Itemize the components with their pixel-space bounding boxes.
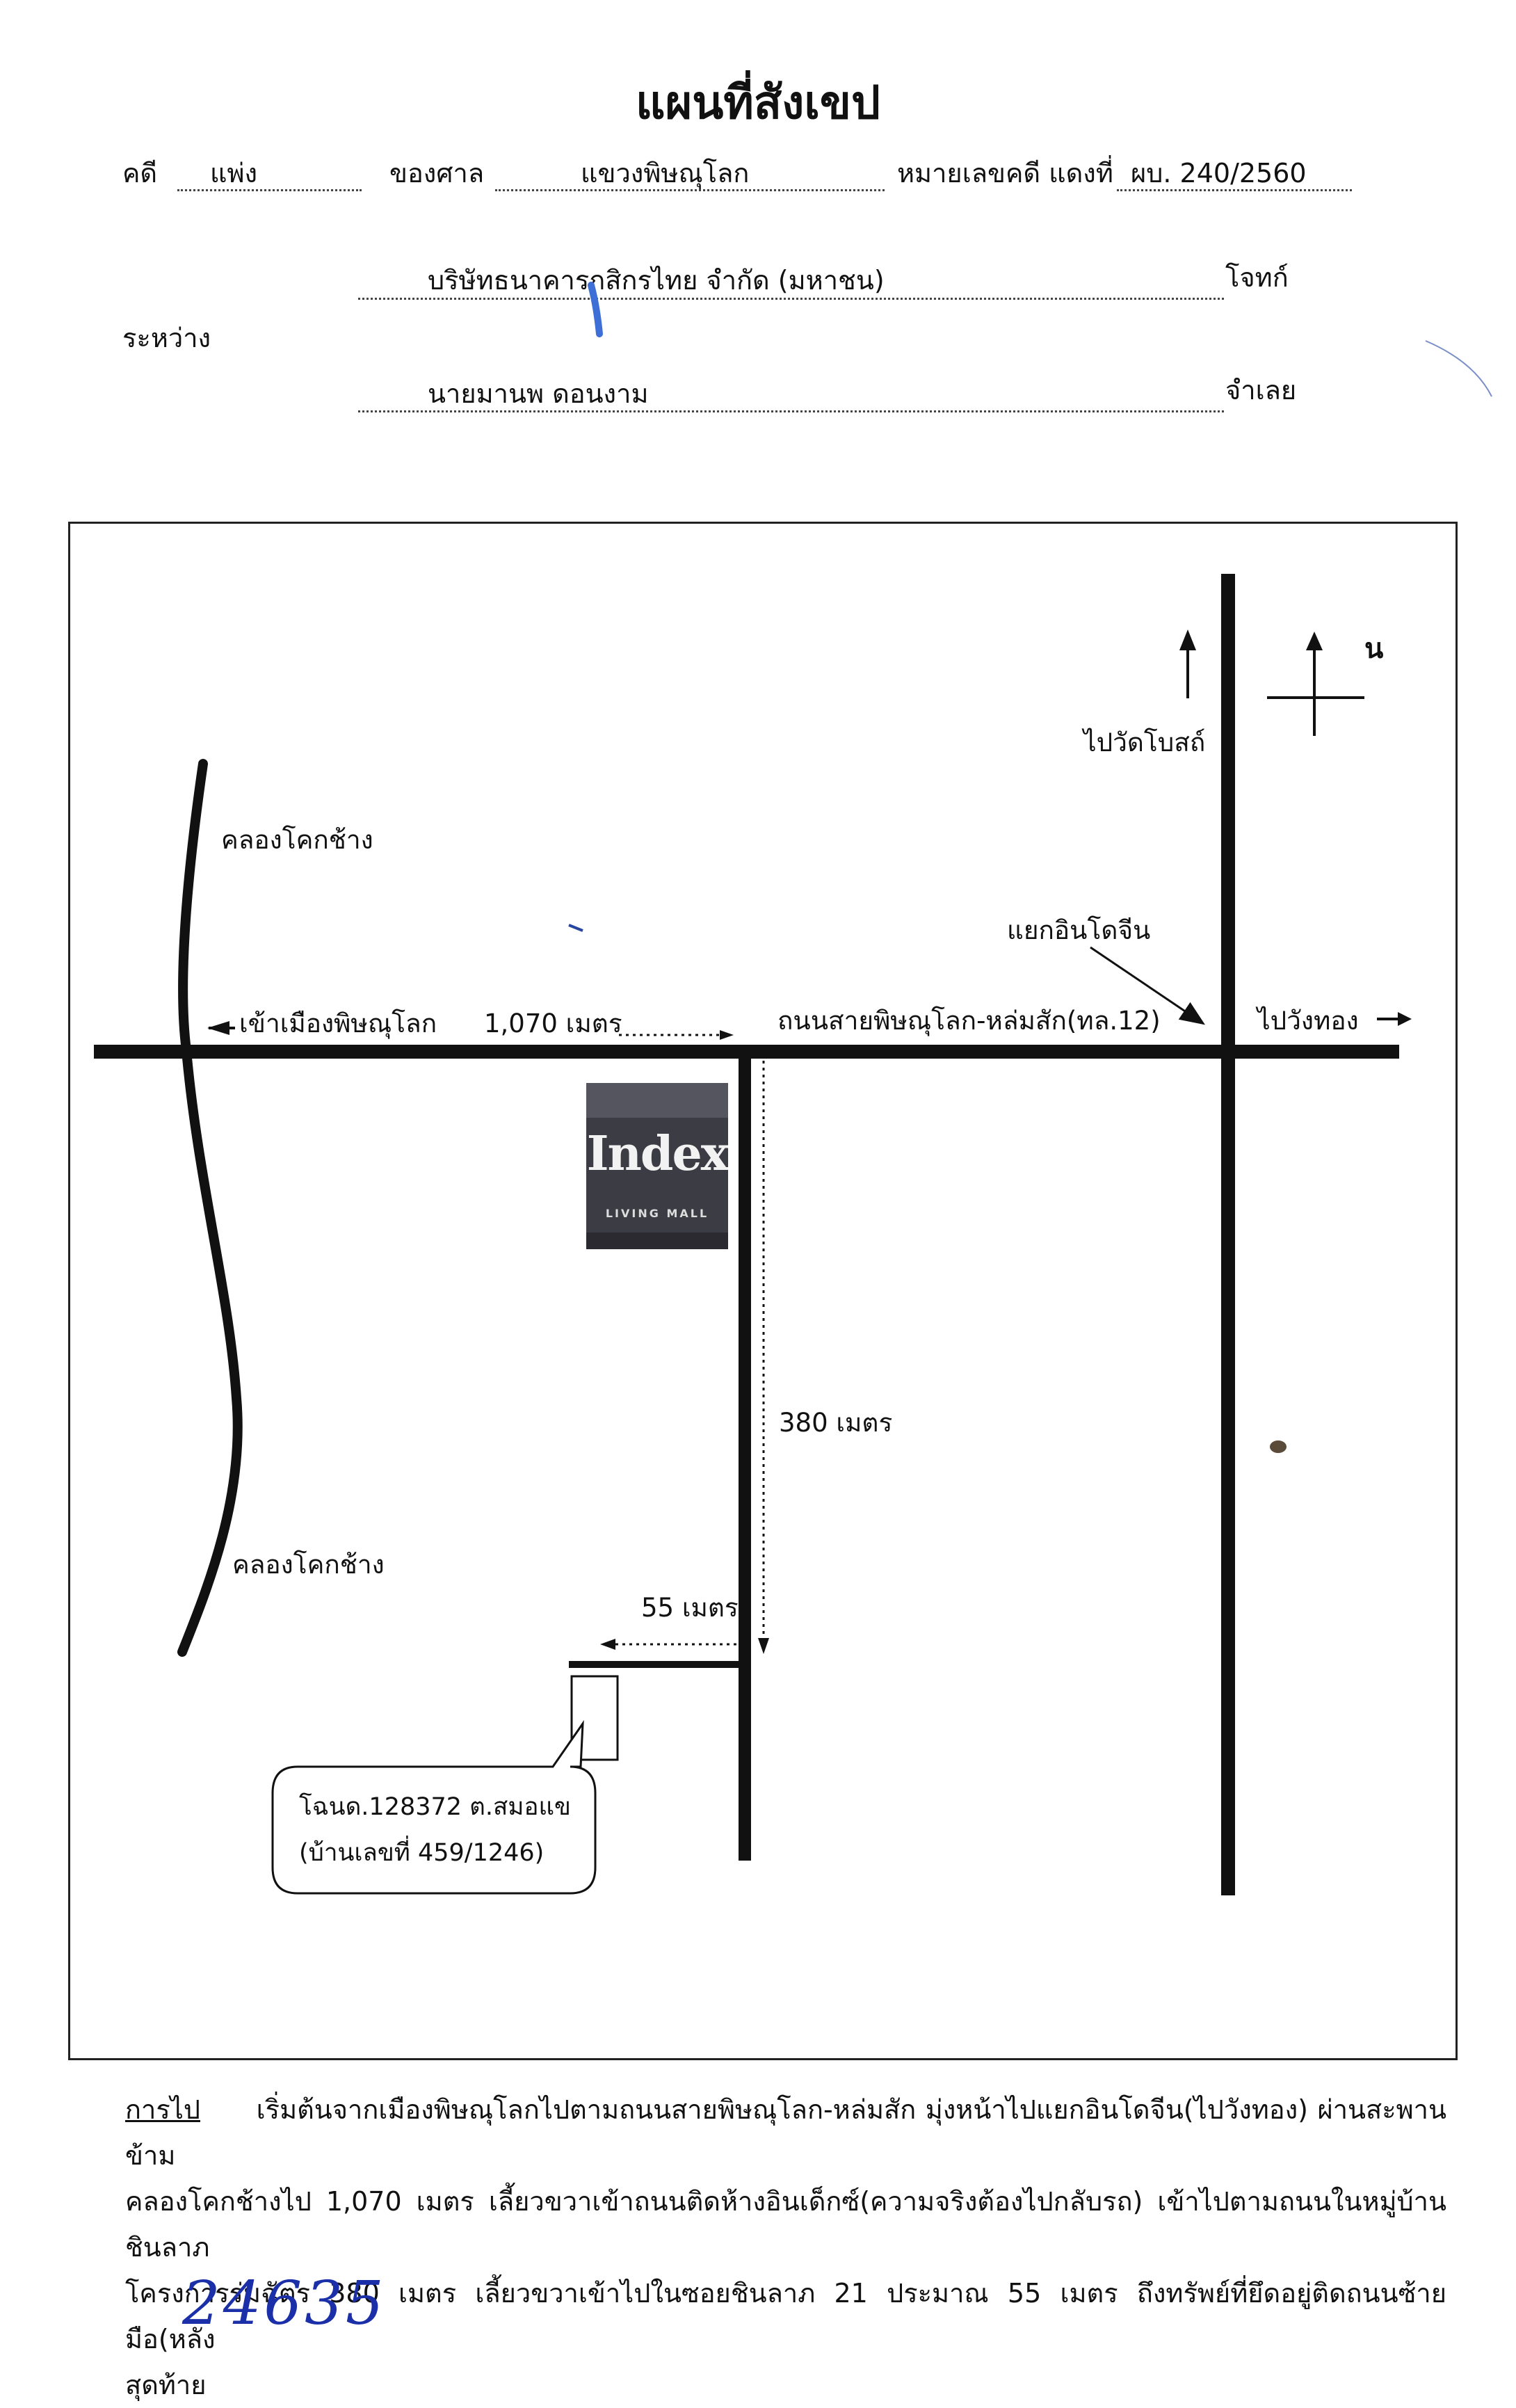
north-label: น: [1364, 633, 1384, 665]
deed-callout-bubble: [271, 1719, 597, 1895]
case-type-value: แพ่ง: [210, 158, 258, 188]
between-label: ระหว่าง: [122, 323, 211, 353]
court-value: แขวงพิษณุโลก: [581, 158, 750, 188]
defendant-value: นายมานพ ดอนงาม: [428, 378, 649, 409]
dist-55-arrow-head: [600, 1639, 615, 1650]
khlong-khok-chang-canal: [177, 759, 243, 1657]
to-wang-thong-arrow-head: [1398, 1012, 1412, 1026]
defendant-label: จำเลย: [1225, 375, 1297, 406]
logo-bottom-band: [586, 1233, 728, 1249]
page-title: แผนที่สังเขป: [636, 75, 880, 129]
ink-speck: [1270, 1440, 1287, 1453]
logo-subtitle: LIVING MALL: [605, 1207, 709, 1220]
case-type-dotline: [177, 189, 362, 191]
khlong-label-bottom: คลองโคกช้าง: [232, 1550, 385, 1580]
directions-line-1: เริ่มต้นจากเมืองพิษณุโลกไปตามถนนสายพิษณุ…: [125, 2094, 1446, 2171]
dist-1070-label: 1,070 เมตร: [484, 1009, 622, 1038]
dist-380-arrow-head: [758, 1638, 769, 1654]
house-number-label: (บ้านเลขที่ 459/1246): [299, 1839, 545, 1867]
defendant-dotline: [358, 410, 1224, 412]
plaintiff-value: บริษัทธนาคารกสิกรไทย จำกัด (มหาชน): [428, 265, 885, 296]
deed-number-label: โฉนด.128372 ต.สมอแข: [299, 1793, 571, 1821]
directions-line-2: คลองโคกช้างไป 1,070 เมตร เลี้ยวขวาเข้าถน…: [125, 2186, 1446, 2263]
case-number-dotline: [1117, 189, 1352, 191]
plaintiff-dotline: [358, 298, 1224, 300]
dist-1070-arrow-head: [720, 1030, 734, 1040]
main-road-label: ถนนสายพิษณุโลก-หล่มสัก(ทล.12): [777, 1006, 1161, 1036]
case-type-label: คดี: [122, 158, 158, 188]
directions-label: การไป: [125, 2094, 200, 2125]
map-frame: [68, 522, 1458, 2060]
pen-marks: [588, 282, 1492, 397]
khlong-label-top: คลองโคกช้าง: [221, 825, 373, 855]
logo-top-band: [586, 1083, 728, 1118]
dist-55-label: 55 เมตร: [641, 1593, 739, 1623]
index-living-mall-logo: Index LIVING MALL: [586, 1083, 728, 1249]
to-wang-thong-label: ไปวังทอง: [1257, 1006, 1359, 1036]
indochina-junction-label: แยกอินโดจีน: [1007, 915, 1151, 945]
court-label: ของศาล: [389, 158, 485, 188]
case-number-value: ผบ. 240/2560: [1131, 158, 1307, 188]
ink-speck: [568, 924, 583, 932]
court-dotline: [495, 189, 885, 191]
plaintiff-label: โจทก์: [1225, 262, 1289, 293]
to-wat-bot-label: ไปวัดโบสถ์: [1083, 728, 1206, 757]
dist-380-label: 380 เมตร: [779, 1408, 893, 1438]
north-arrow-head: [1306, 632, 1323, 650]
map-drawing: [94, 574, 1412, 1895]
to-city-label: เข้าเมืองพิษณุโลก: [239, 1009, 437, 1038]
to-wat-bot-arrow-head: [1179, 629, 1196, 650]
logo-wordmark: Index: [586, 1126, 728, 1182]
directions-line-3: โครงการร่มฉัตร 380 เมตร เลี้ยวขวาเข้าไปใ…: [125, 2278, 1446, 2354]
directions-paragraph: การไป เริ่มต้นจากเมืองพิษณุโลกไปตามถนนสา…: [125, 2087, 1446, 2408]
directions-line-4: สุดท้าย: [125, 2370, 207, 2400]
case-number-label: หมายเลขคดี แดงที่: [897, 158, 1113, 188]
junction-pointer: [1090, 946, 1205, 1025]
handwritten-number: 24635: [182, 2269, 387, 2338]
